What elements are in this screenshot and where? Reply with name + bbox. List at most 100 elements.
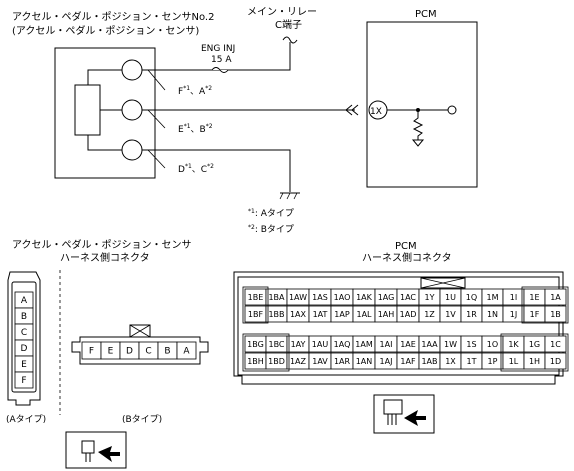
pcm-pin-1al: 1AL bbox=[356, 310, 372, 319]
fuse-label-1: ENG INJ bbox=[201, 44, 235, 54]
pcm-pin-1k: 1K bbox=[508, 340, 519, 349]
relay-terminal-symbol bbox=[282, 36, 298, 44]
pcm-title: PCM bbox=[415, 9, 437, 20]
pcm-pin-1bb: 1BB bbox=[268, 310, 284, 319]
pcm-pin-1aa: 1AA bbox=[421, 340, 438, 349]
pcm-pin-1a: 1A bbox=[550, 293, 561, 302]
pcm-pin-1aq: 1AQ bbox=[334, 340, 351, 349]
pcm-conn-title-1: PCM bbox=[395, 241, 417, 252]
pcm-pin-1p: 1P bbox=[488, 357, 498, 366]
wire-label-e: E*1、B*2 bbox=[178, 123, 213, 135]
pcm-pin-1bg: 1BG bbox=[247, 340, 264, 349]
pcm-internal-terminal bbox=[447, 105, 457, 115]
fuse-label-2: 15 A bbox=[211, 55, 232, 65]
pcm-pin-1c: 1C bbox=[550, 340, 561, 349]
pcm-pin-1n: 1N bbox=[487, 310, 498, 319]
pcm-pin-1e: 1E bbox=[529, 293, 539, 302]
pcm-pin-1as: 1AS bbox=[312, 293, 328, 302]
pcm-pin-1au: 1AU bbox=[312, 340, 329, 349]
type-a-label: (Aタイプ) bbox=[6, 414, 46, 425]
connector-view-icon-pcm bbox=[373, 394, 435, 434]
pcm-pin-1az: 1AZ bbox=[290, 357, 307, 366]
pcm-pin-1z: 1Z bbox=[424, 310, 435, 319]
pcm-pin-1at: 1AT bbox=[313, 310, 328, 319]
pcm-pin-1ar: 1AR bbox=[334, 357, 351, 366]
pcm-pin-1av: 1AV bbox=[312, 357, 328, 366]
pcm-pin-1ah: 1AH bbox=[378, 310, 395, 319]
pcm-pin-1v: 1V bbox=[445, 310, 456, 319]
pcm-pin-1y: 1Y bbox=[425, 293, 435, 302]
pcm-pin-1c-cell bbox=[544, 335, 567, 353]
sensor-element bbox=[74, 84, 101, 136]
pcm-pin-1b-cell bbox=[544, 305, 567, 323]
pcm-internal-ground bbox=[411, 139, 425, 147]
pcm-pin-1ao: 1AO bbox=[334, 293, 351, 302]
sensor-title-1: アクセル・ペダル・ポジション・センサNo.2 bbox=[12, 10, 214, 23]
type-b-pin-f: F bbox=[89, 347, 94, 357]
pcm-pin-1bh: 1BH bbox=[247, 357, 264, 366]
type-a-pin-c: C bbox=[21, 328, 27, 338]
pcm-pin-1h: 1H bbox=[529, 357, 540, 366]
pcm-pin-1u: 1U bbox=[445, 293, 456, 302]
pcm-pin-1an: 1AN bbox=[356, 357, 373, 366]
pcm-pin-1t: 1T bbox=[467, 357, 477, 366]
pcm-pin-1ab: 1AB bbox=[421, 357, 437, 366]
pull-resistor bbox=[412, 110, 424, 140]
sensor-conn-title-2: ハーネス側コネクタ bbox=[60, 251, 150, 264]
type-b-pin-e: E bbox=[108, 347, 114, 357]
pcm-pin-1s: 1S bbox=[466, 340, 476, 349]
sensor-title-2: (アクセル・ペダル・ポジション・センサ) bbox=[12, 24, 199, 37]
pcm-pin-1ba: 1BA bbox=[268, 293, 285, 302]
pcm-pin-1ap: 1AP bbox=[334, 310, 350, 319]
pcm-pin-1bd: 1BD bbox=[268, 357, 285, 366]
relay-label-2: C端子 bbox=[275, 18, 302, 31]
type-b-pin-a-cell bbox=[176, 341, 197, 360]
pcm-pin-1ac: 1AC bbox=[400, 293, 416, 302]
pcm-pin-1af: 1AF bbox=[400, 357, 416, 366]
pcm-pin-1ai: 1AI bbox=[380, 340, 393, 349]
sensor-pin-d bbox=[121, 139, 143, 161]
pcm-pin-1ay: 1AY bbox=[291, 340, 306, 349]
type-a-pin-f: F bbox=[21, 376, 26, 386]
sensor-pin-e bbox=[121, 99, 143, 121]
type-a-pin-b: B bbox=[21, 312, 27, 322]
pcm-pin-1b: 1B bbox=[550, 310, 561, 319]
pcm-pin-1ae: 1AE bbox=[400, 340, 416, 349]
pcm-pin-1am: 1AM bbox=[355, 340, 373, 349]
pcm-pin-1aw: 1AW bbox=[289, 293, 307, 302]
relay-label-1: メイン・リレー bbox=[247, 7, 317, 18]
wire-label-f: F*1、A*2 bbox=[178, 85, 212, 97]
pcm-pin-1be: 1BE bbox=[248, 293, 264, 302]
type-b-label: (Bタイプ) bbox=[122, 414, 162, 425]
pcm-pin-1bf: 1BF bbox=[248, 310, 264, 319]
pcm-pin-1bc: 1BC bbox=[268, 340, 284, 349]
pcm-pin-1w: 1W bbox=[444, 340, 457, 349]
pcm-pin-1o: 1O bbox=[487, 340, 498, 349]
pcm-conn-title-2: ハーネス側コネクタ bbox=[362, 251, 452, 264]
type-b-pin-b: B bbox=[164, 347, 170, 357]
type-a-pin-d: D bbox=[21, 344, 28, 354]
sensor-pin-f bbox=[121, 59, 143, 81]
sensor-conn-title-1: アクセル・ペダル・ポジション・センサ bbox=[12, 238, 192, 251]
type-a-pin-e: E bbox=[21, 360, 27, 370]
type-a-pin-f-cell bbox=[14, 371, 34, 389]
pcm-pin-1m: 1M bbox=[487, 293, 499, 302]
pcm-pin-1g: 1G bbox=[529, 340, 540, 349]
wire-label-d: D*1、C*2 bbox=[178, 163, 214, 175]
pcm-box bbox=[366, 21, 478, 188]
note-type-b: *2: Bタイプ bbox=[248, 224, 294, 235]
pcm-pin-1aj: 1AJ bbox=[380, 357, 393, 366]
type-a-pin-a: A bbox=[21, 296, 28, 306]
note-type-a: *1: Aタイプ bbox=[248, 208, 294, 219]
type-b-pin-a: A bbox=[183, 347, 190, 357]
pcm-pin-1ag: 1AG bbox=[378, 293, 395, 302]
type-b-pin-d: D bbox=[126, 347, 133, 357]
pcm-pin-1j: 1J bbox=[510, 310, 517, 319]
pcm-pin-1ax: 1AX bbox=[290, 310, 307, 319]
pcm-pin-1ak: 1AK bbox=[356, 293, 373, 302]
pcm-pin-1l: 1L bbox=[509, 357, 519, 366]
